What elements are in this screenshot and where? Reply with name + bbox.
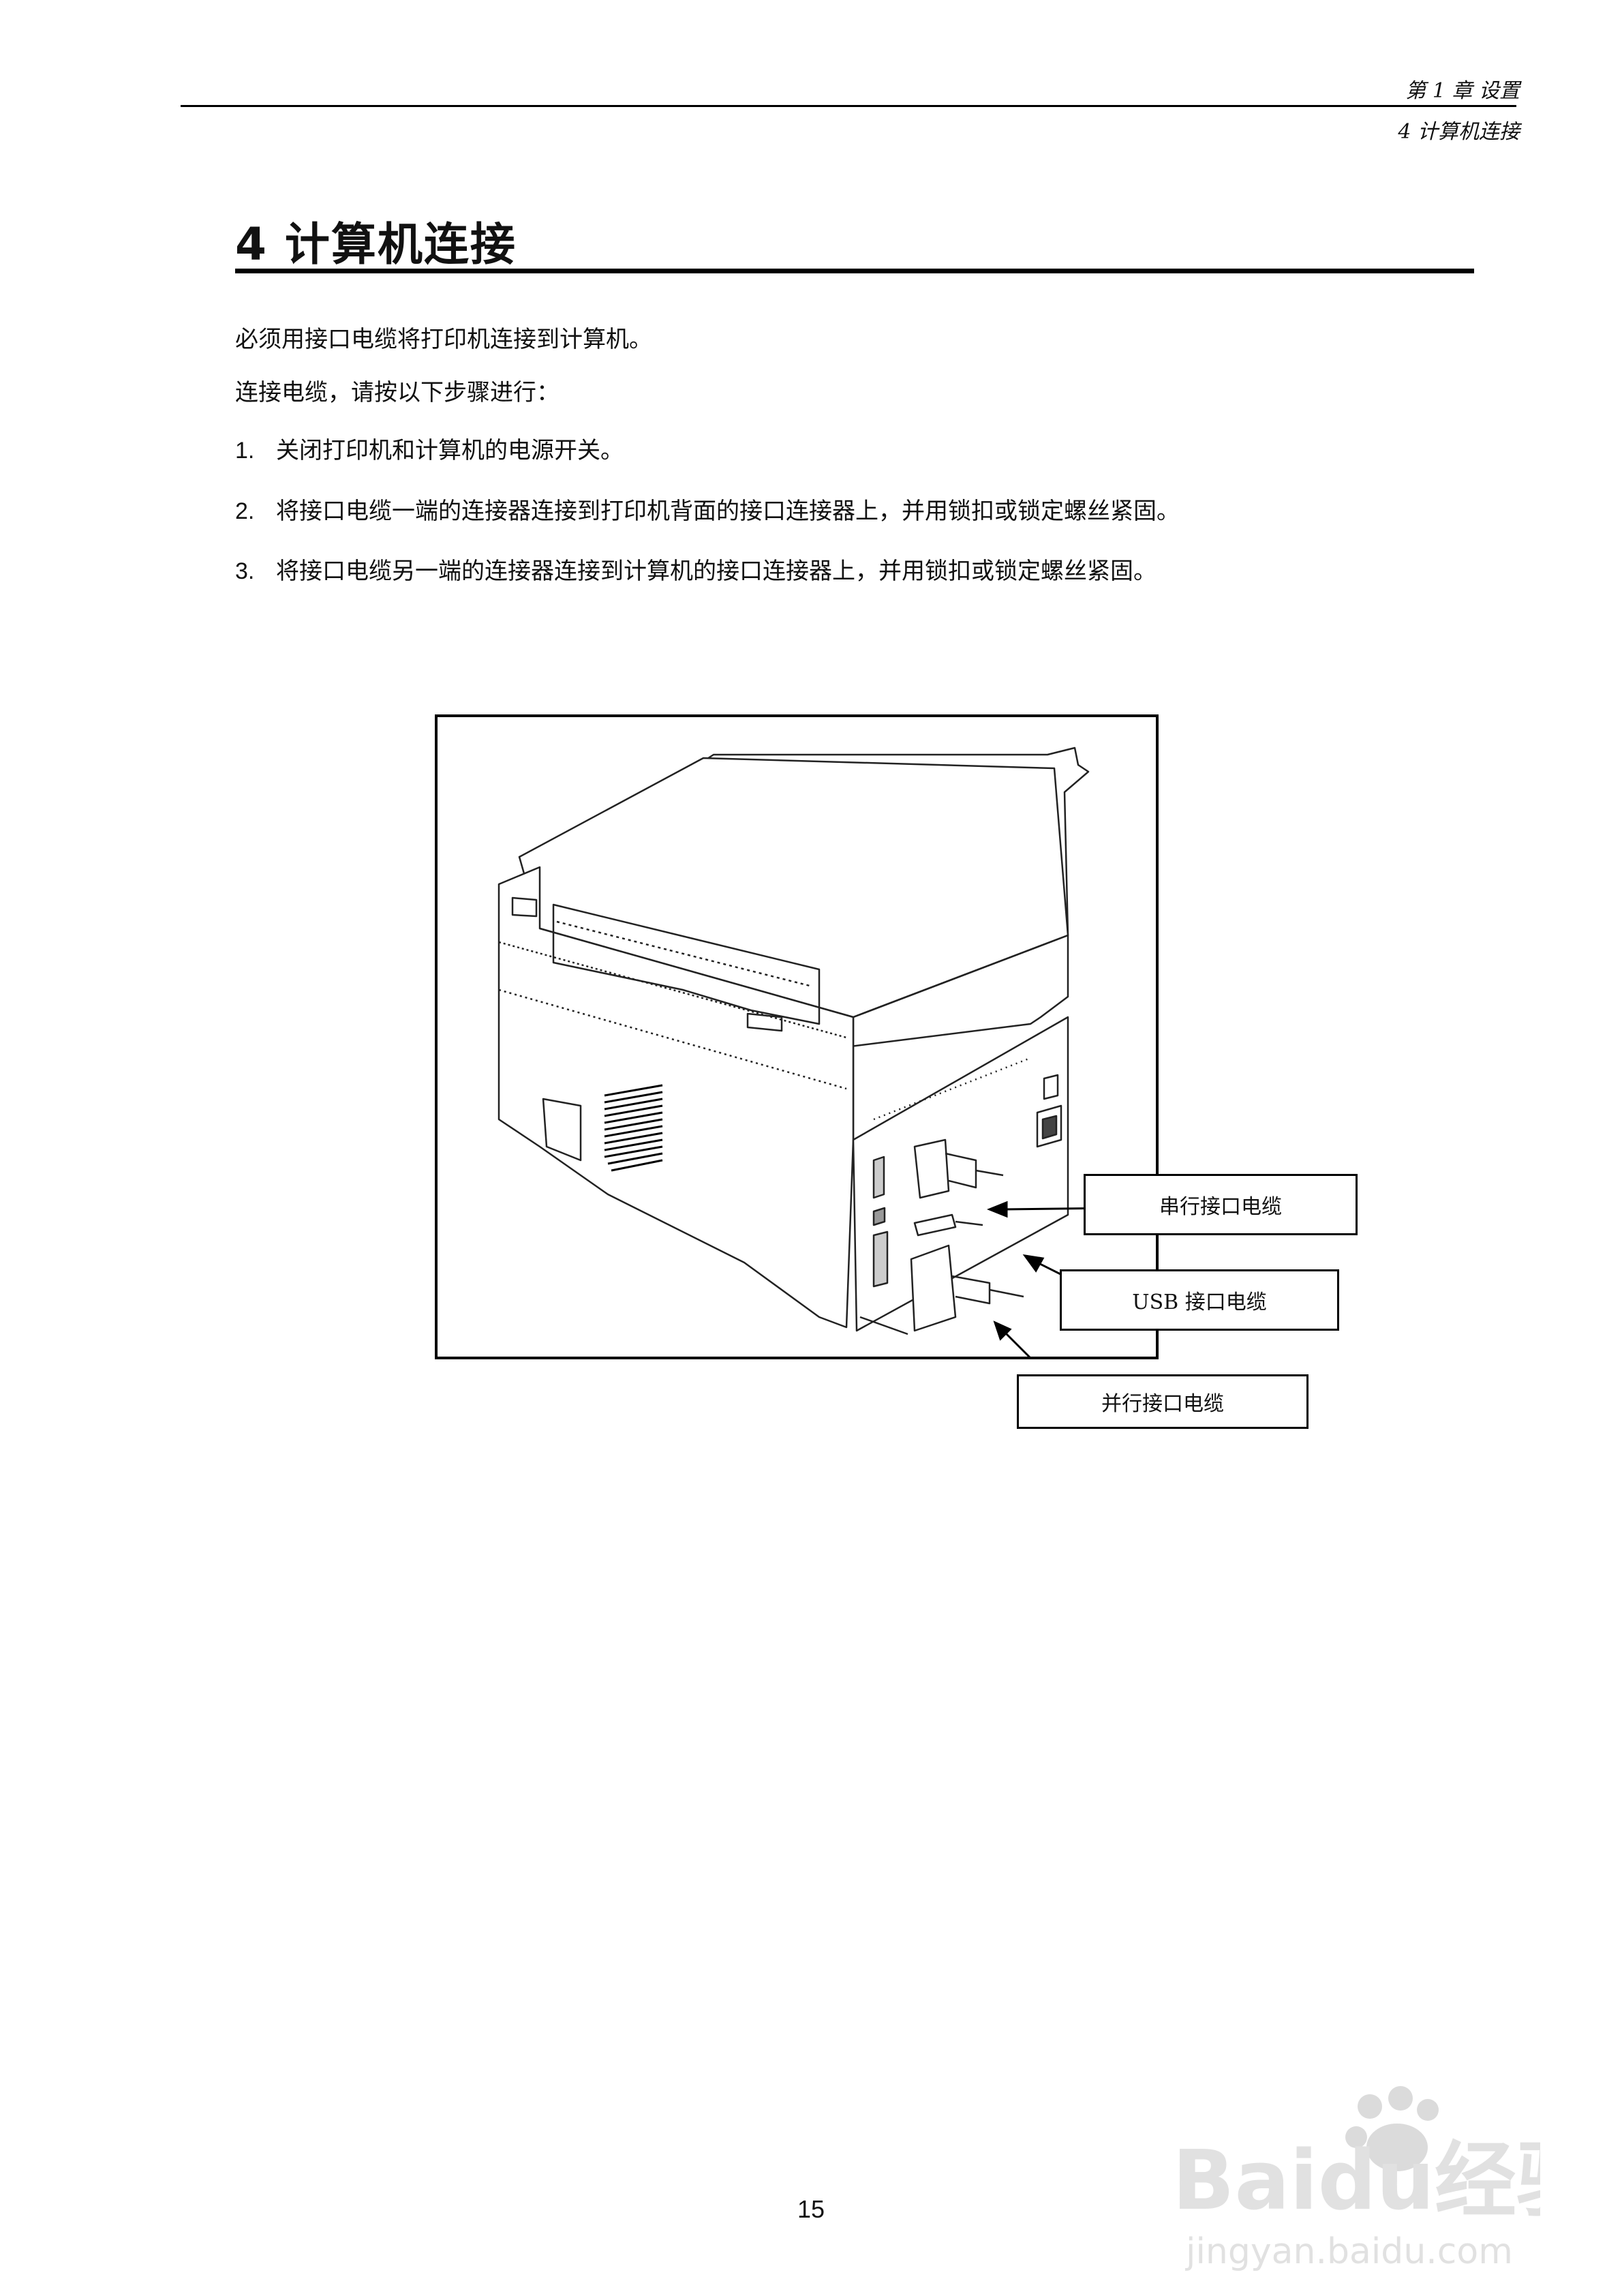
printer-illustration — [498, 746, 1120, 1359]
intro-paragraph: 连接电缆，请按以下步骤进行： — [235, 379, 560, 406]
step-number: 1. — [235, 438, 255, 464]
step-number: 3. — [235, 558, 255, 584]
watermark-brand: Baidu经验 — [1172, 2134, 1540, 2229]
title-rule — [235, 269, 1474, 273]
watermark-url: jingyan.baidu.com — [1185, 2231, 1513, 2272]
step-item: 3. 将接口电缆另一端的连接器连接到计算机的接口连接器上，并用锁扣或锁定螺丝紧固。 — [235, 552, 1157, 586]
callout-parallel-cable: 并行接口电缆 — [1017, 1374, 1309, 1429]
step-text: 将接口电缆另一端的连接器连接到计算机的接口连接器上，并用锁扣或锁定螺丝紧固。 — [276, 558, 1157, 585]
step-item: 2. 将接口电缆一端的连接器连接到打印机背面的接口连接器上，并用锁扣或锁定螺丝紧固… — [235, 492, 1180, 526]
running-header-chapter: 第 1 章 设置 — [1405, 79, 1520, 103]
step-text: 关闭打印机和计算机的电源开关。 — [276, 437, 624, 464]
step-number: 2. — [235, 498, 255, 524]
printer-figure — [435, 714, 1159, 1359]
running-header-section: 4 计算机连接 — [1398, 120, 1520, 144]
callout-serial-cable: 串行接口电缆 — [1084, 1174, 1358, 1235]
step-item: 1. 关闭打印机和计算机的电源开关。 — [235, 432, 624, 465]
header-rule — [181, 105, 1516, 107]
step-text: 将接口电缆一端的连接器连接到打印机背面的接口连接器上，并用锁扣或锁定螺丝紧固。 — [276, 498, 1180, 525]
callout-usb-cable: USB 接口电缆 — [1060, 1269, 1339, 1331]
page-title: 4 计算机连接 — [235, 218, 517, 271]
baidu-watermark-logo: Baidu经验 jingyan.baidu.com — [1172, 2086, 1540, 2272]
intro-paragraph: 必须用接口电缆将打印机连接到计算机。 — [235, 326, 652, 353]
page-number: 15 — [797, 2195, 825, 2223]
